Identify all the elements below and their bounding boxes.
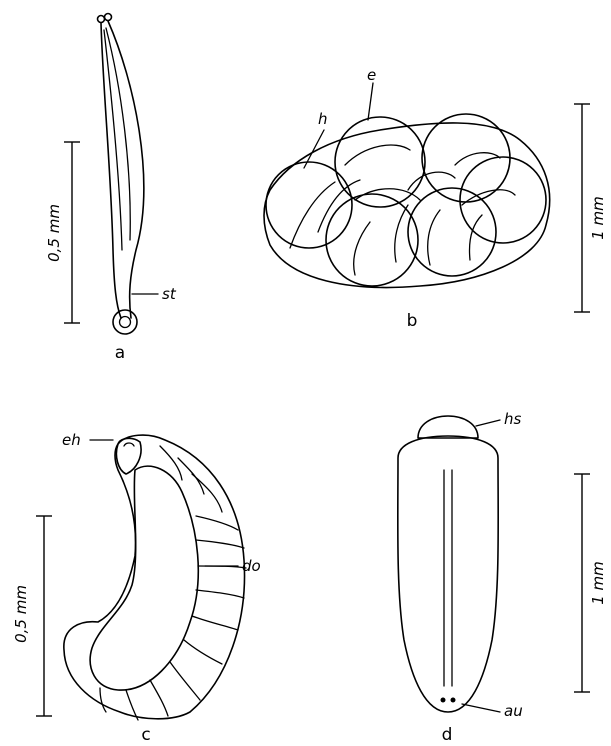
larva-segments <box>100 446 246 720</box>
panel-letter-c: c <box>141 725 150 745</box>
scale-bar-a <box>64 142 80 323</box>
eggs <box>266 114 546 286</box>
scale-label-b: 1 mm <box>589 196 607 240</box>
larva-gut <box>90 466 198 690</box>
label-st: st <box>162 285 177 303</box>
scale-label-c: 0,5 mm <box>12 585 30 643</box>
pupa-body <box>398 436 498 712</box>
larva-body <box>64 435 245 719</box>
label-h: h <box>318 110 328 128</box>
label-au: au <box>504 702 523 720</box>
panel-d: hs au 1 mm d <box>398 410 607 745</box>
head-capsule <box>418 416 478 438</box>
label-hs: hs <box>504 410 522 428</box>
scale-bar-b <box>574 104 590 312</box>
scale-bar-d <box>574 474 590 692</box>
scale-label-d: 1 mm <box>589 561 607 605</box>
label-do: do <box>242 557 261 575</box>
scale-label-a: 0,5 mm <box>45 204 63 262</box>
panel-c: 0,5 mm eh do c <box>12 431 261 745</box>
label-e: e <box>367 66 376 84</box>
scale-bar-c <box>36 516 52 716</box>
stylet-drawing <box>98 14 159 335</box>
panel-b: h e 1 mm b <box>264 66 607 331</box>
panel-letter-d: d <box>442 725 453 745</box>
panel-letter-a: a <box>115 343 125 363</box>
panel-letter-b: b <box>407 311 418 331</box>
label-eh: eh <box>62 431 81 449</box>
panel-a: 0,5 mm st a <box>45 14 177 364</box>
